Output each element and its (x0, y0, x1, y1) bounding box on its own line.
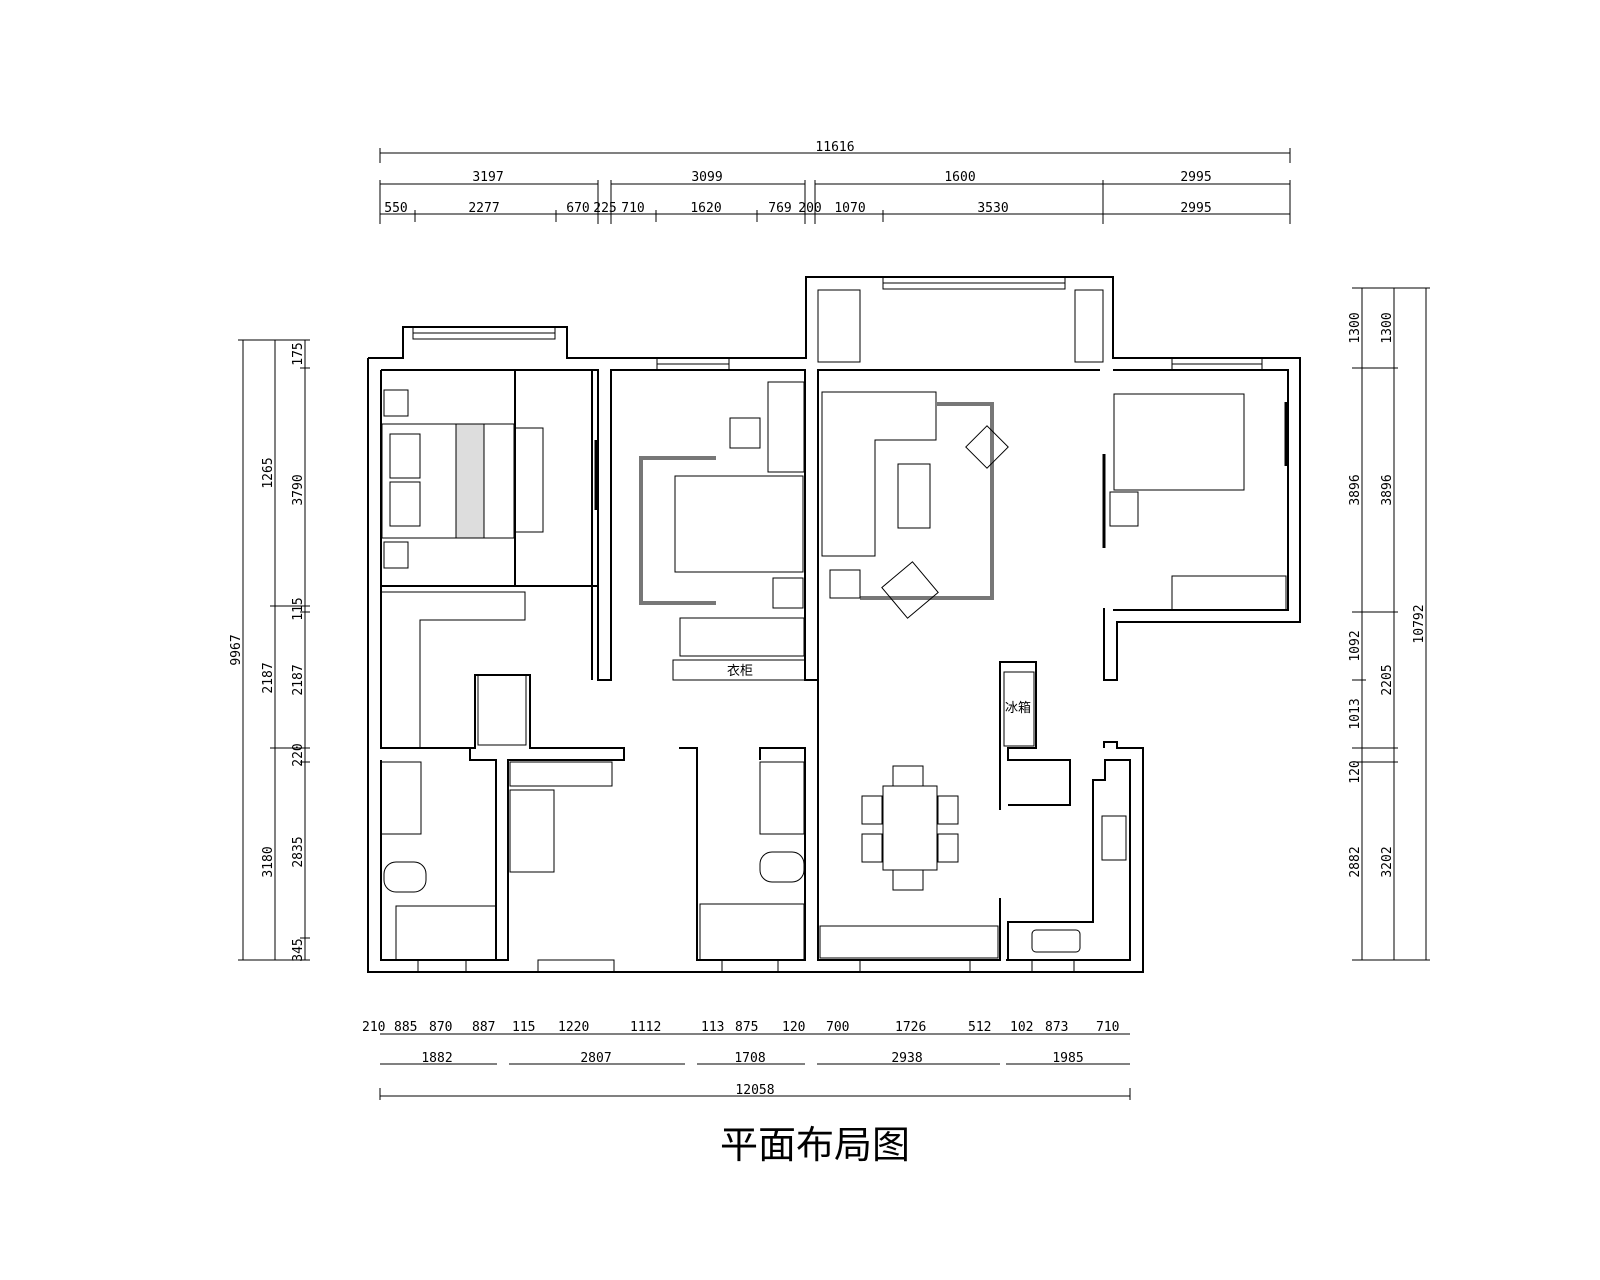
dim-label: 3197 (472, 170, 503, 185)
dim-label: 2187 (261, 662, 276, 693)
walls (367, 276, 1301, 973)
dim-label: 1620 (690, 201, 721, 216)
wardrobe-label: 衣柜 (727, 663, 753, 679)
dim-label: 1726 (895, 1020, 926, 1035)
dim-label: 700 (826, 1020, 849, 1035)
dining-and-kitchen-furniture (819, 671, 1127, 959)
dim-label: 120 (782, 1020, 805, 1035)
dim-label: 1220 (558, 1020, 589, 1035)
dim-label: 887 (472, 1020, 495, 1035)
dim-label: 2807 (580, 1051, 611, 1066)
right-dimensions (1352, 287, 1430, 961)
dim-label: 1985 (1052, 1051, 1083, 1066)
dim-label: 175 (291, 342, 306, 365)
dim-label: 225 (593, 201, 616, 216)
dim-label: 1070 (834, 201, 865, 216)
dim-label: 115 (512, 1020, 535, 1035)
master-bedroom-furniture (381, 389, 598, 569)
dim-label: 3180 (261, 846, 276, 877)
dim-label: 3530 (977, 201, 1008, 216)
dim-label: 2995 (1180, 170, 1211, 185)
dim-label: 3896 (1380, 474, 1395, 505)
dim-label: 1265 (261, 457, 276, 488)
dim-label: 2187 (291, 664, 306, 695)
dim-label: 1092 (1348, 630, 1363, 661)
bathroom-and-study-furniture (380, 761, 805, 961)
dim-label: 3896 (1348, 474, 1363, 505)
dim-label: 2995 (1180, 201, 1211, 216)
left-dimensions (238, 339, 310, 961)
dim-label: 1300 (1348, 312, 1363, 343)
dim-label: 113 (701, 1020, 724, 1035)
dim-label: 210 (362, 1020, 385, 1035)
dim-label: 870 (429, 1020, 452, 1035)
windows (412, 276, 1263, 973)
dim-label: 2882 (1348, 846, 1363, 877)
dim-label: 512 (968, 1020, 991, 1035)
dim-label: 120 (1348, 760, 1363, 783)
dim-label: 710 (1096, 1020, 1119, 1035)
dim-label: 2205 (1380, 664, 1395, 695)
living-room-furniture (817, 289, 1104, 619)
third-bedroom-furniture (1102, 393, 1288, 611)
dim-label: 670 (566, 201, 589, 216)
dim-label: 2835 (291, 836, 306, 867)
dim-label: 3790 (291, 474, 306, 505)
dim-label: 345 (291, 938, 306, 961)
top-dimensions (379, 148, 1291, 224)
dim-top-total: 11616 (815, 140, 854, 155)
second-bedroom-furniture (639, 381, 806, 681)
dim-right-total: 10792 (1412, 604, 1427, 643)
dim-label: 102 (1010, 1020, 1033, 1035)
dim-label: 3099 (691, 170, 722, 185)
dim-label: 1013 (1348, 698, 1363, 729)
dim-label: 875 (735, 1020, 758, 1035)
dim-label: 1882 (421, 1051, 452, 1066)
dim-label: 1300 (1380, 312, 1395, 343)
dim-label: 2277 (468, 201, 499, 216)
dim-label: 885 (394, 1020, 417, 1035)
dim-left-total: 9967 (229, 634, 244, 665)
dim-label: 1600 (944, 170, 975, 185)
dim-label: 115 (291, 597, 306, 620)
dim-label: 2938 (891, 1051, 922, 1066)
wardrobe (381, 591, 527, 749)
dim-label: 873 (1045, 1020, 1068, 1035)
dim-label: 220 (291, 743, 306, 766)
plan-title: 平面布局图 (719, 1123, 910, 1167)
dim-label: 200 (798, 201, 821, 216)
dim-label: 3202 (1380, 846, 1395, 877)
fridge-label: 冰箱 (1005, 700, 1031, 716)
dim-label: 550 (384, 201, 407, 216)
dim-label: 1112 (630, 1020, 661, 1035)
dim-label: 769 (768, 201, 791, 216)
dim-bottom-total: 12058 (735, 1083, 774, 1098)
bottom-dimensions (379, 1033, 1131, 1100)
dim-label: 1708 (734, 1051, 765, 1066)
dim-label: 710 (621, 201, 644, 216)
